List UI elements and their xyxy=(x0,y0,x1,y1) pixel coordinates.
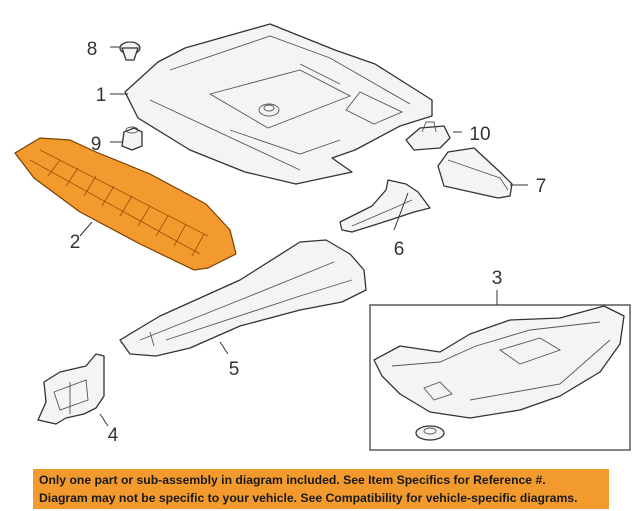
callout-1: 1 xyxy=(96,85,107,106)
callout-8: 8 xyxy=(87,39,98,60)
parts-diagram: 8 1 9 2 10 7 6 3 5 4 xyxy=(14,23,631,451)
part-6-strip[interactable] xyxy=(339,179,431,233)
disclaimer-banner: Only one part or sub-assembly in diagram… xyxy=(33,469,609,509)
part-7-cover[interactable] xyxy=(437,147,513,199)
part-9-nut[interactable] xyxy=(121,126,143,151)
part-4-bracket[interactable] xyxy=(37,353,105,425)
callout-6: 6 xyxy=(394,239,405,260)
part-10-clip[interactable] xyxy=(405,121,451,151)
callout-7: 7 xyxy=(536,176,547,197)
disclaimer-line-2: Diagram may not be specific to your vehi… xyxy=(39,491,578,505)
disclaimer-line-1: Only one part or sub-assembly in diagram… xyxy=(39,473,546,487)
callout-5: 5 xyxy=(229,359,240,380)
part-8-push-pin[interactable] xyxy=(119,41,141,61)
callout-3: 3 xyxy=(492,268,503,289)
part-2-front-shield[interactable] xyxy=(14,137,237,271)
callout-4: 4 xyxy=(108,425,119,446)
callout-10: 10 xyxy=(469,124,490,145)
part-5-center-shield[interactable] xyxy=(119,239,367,357)
callout-2: 2 xyxy=(70,232,81,253)
callout-9: 9 xyxy=(91,134,102,155)
part-1-floor-shield[interactable] xyxy=(124,23,433,185)
part-3-side-shield[interactable] xyxy=(373,305,625,441)
leader-lines xyxy=(79,46,528,427)
